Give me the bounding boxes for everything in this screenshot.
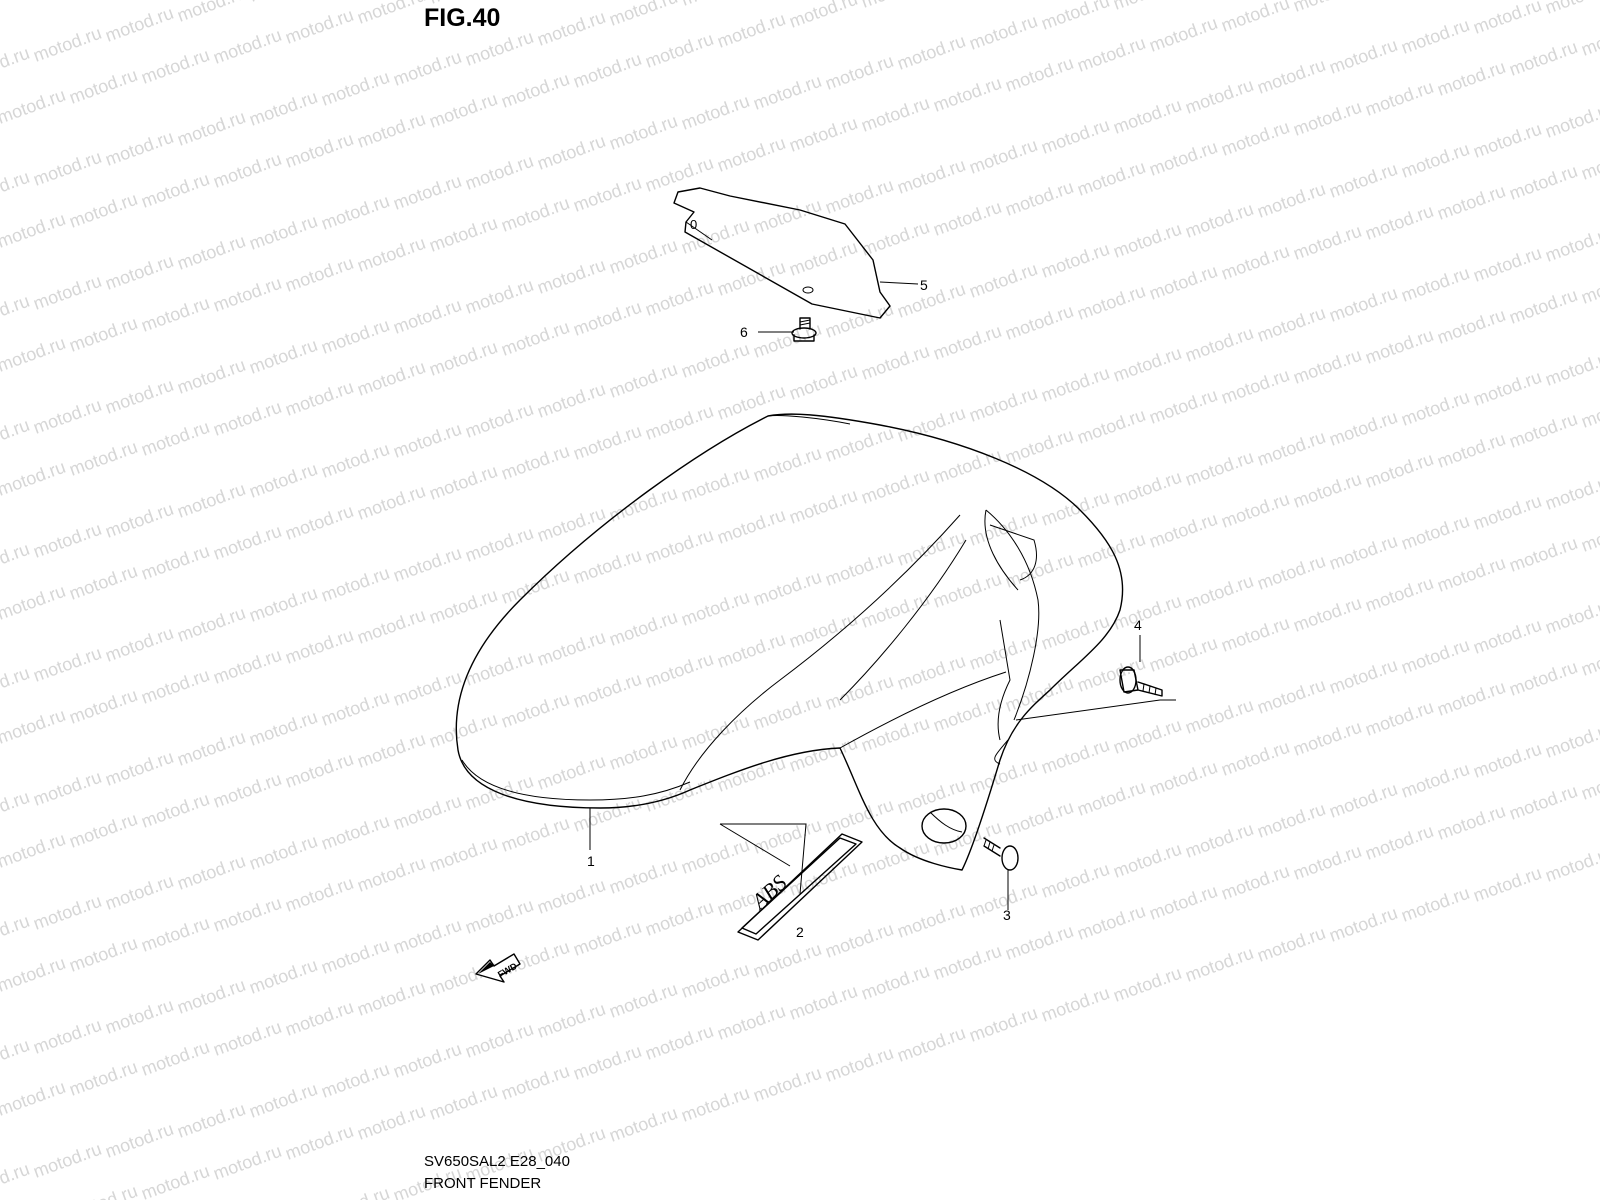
- fender-cover-plate[interactable]: 0: [673, 187, 891, 319]
- part-number-4: 4: [1134, 617, 1142, 633]
- cover-bolt[interactable]: [791, 317, 817, 342]
- fender-screw[interactable]: [983, 837, 1019, 910]
- part-callouts: 5 6 1 2 3 4: [587, 277, 1142, 940]
- part-number-3: 3: [1003, 907, 1011, 923]
- flanged-bolt[interactable]: [1119, 635, 1176, 701]
- figure-title: FIG.40: [424, 4, 501, 32]
- diagram-name: FRONT FENDER: [424, 1175, 542, 1192]
- part-number-2: 2: [796, 924, 804, 940]
- abs-emblem[interactable]: ABS: [719, 823, 863, 941]
- part-number-1: 1: [587, 853, 595, 869]
- svg-text:0: 0: [690, 217, 697, 232]
- part-number-6: 6: [740, 324, 748, 340]
- diagram-code: SV650SAL2 E28_040: [424, 1153, 570, 1170]
- front-fender[interactable]: [455, 413, 1161, 871]
- forward-direction-arrow-icon: FWD: [475, 953, 521, 983]
- part-number-5: 5: [920, 277, 928, 293]
